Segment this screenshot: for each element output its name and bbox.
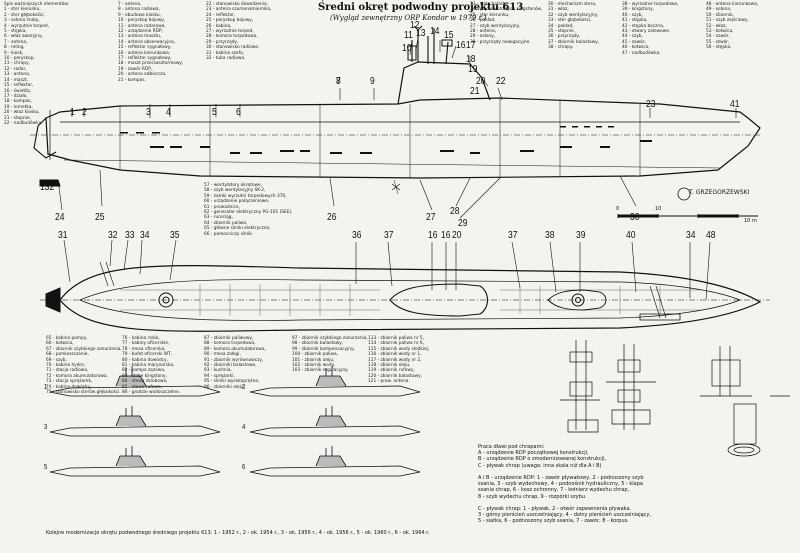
modernization-caption: Kolejne modernizacje okrętu podwodnego ś… [46, 530, 430, 536]
silhouette-6 [249, 446, 421, 477]
legend-column-7: 48 - antena kierunkowa, 49 - osłona, 50 … [706, 2, 759, 51]
modernization-label-1: 1 [44, 384, 48, 391]
legend-column-2: 7 - antena, 8 - antena radiowa, 9 - obud… [118, 2, 184, 83]
callout-14: 14 [430, 26, 440, 37]
callout-41: 41 [730, 99, 740, 110]
callout-22: 22 [496, 76, 506, 87]
callout-32: 32 [108, 230, 118, 241]
callout-132: 132 [40, 182, 55, 193]
callout-24: 24 [55, 212, 65, 223]
callout-6: 6 [236, 107, 241, 118]
callout-39: 39 [576, 230, 586, 241]
legend-bottom-3: 87 - zbiornik paliwowy, 88 - komora torp… [204, 336, 266, 390]
modernization-silhouettes [49, 366, 421, 477]
callout-35: 35 [170, 230, 180, 241]
callout-19: 19 [468, 64, 478, 75]
callout-10: 10 [402, 43, 412, 54]
silhouette-1 [49, 366, 221, 397]
callout-29: 29 [458, 218, 468, 229]
callout-48: 48 [706, 230, 716, 241]
scale-unit: 10 m [744, 218, 757, 224]
callout-34-plan: 34 [686, 230, 696, 241]
callout-23: 23 [646, 99, 656, 110]
legend-column-5: 30 - mechanizm steru, 31 - właz, 32 - sz… [548, 2, 600, 51]
callout-30: 30 [630, 212, 640, 223]
silhouette-4 [249, 406, 421, 437]
legend-column-4: 23 - stałe balasty, 24 - pięć obrotowych… [470, 2, 543, 45]
callout-17: 17 [466, 40, 476, 51]
scale-bar [617, 214, 758, 218]
callout-33: 33 [125, 230, 135, 241]
plan-leader-lines [63, 239, 711, 301]
callout-9: 9 [370, 76, 375, 87]
legend-bottom-4: 97 - zbiornik szybkiego zanurzenia, 98 -… [292, 336, 368, 374]
legend-bottom-5: 113 - zbiornik paliwa nr 5, 114 - zbiorn… [368, 336, 430, 385]
snorkel-caption: Praca dławi pod chrapami: A - urządzenie… [478, 444, 651, 525]
side-profile-hull [30, 97, 761, 179]
callout-15: 15 [444, 30, 454, 41]
hull-perforations [120, 126, 652, 154]
silhouette-2 [249, 366, 421, 397]
callout-21: 21 [470, 86, 480, 97]
callout-37: 37 [384, 230, 394, 241]
callout-7: 7 [336, 76, 341, 87]
modernization-label-4: 4 [242, 424, 246, 431]
callout-16b: 16 [441, 230, 451, 241]
legend-bottom-2: 76 - kabina radio, 77 - kabiny oficerski… [122, 336, 181, 396]
silhouette-5 [49, 446, 221, 477]
modernization-label-6: 6 [242, 464, 246, 471]
side-leader-lines [57, 37, 737, 219]
callout-20-plan: 20 [452, 230, 462, 241]
callout-34: 34 [140, 230, 150, 241]
callout-13: 13 [416, 28, 426, 39]
callout-27: 27 [426, 212, 436, 223]
signature: T. GRZEGORZEWSKI [689, 189, 750, 196]
callout-20: 20 [476, 76, 486, 87]
callout-36: 36 [352, 230, 362, 241]
conning-tower [397, 25, 491, 105]
drawing-subtitle: (Wygląd zewnętrzny ORP Kondor w 1979 r.) [330, 14, 487, 22]
callout-16a: 16 [428, 230, 438, 241]
callout-18: 18 [466, 54, 476, 65]
side-profile-details [119, 99, 641, 178]
plan-view-deck-grid [120, 284, 700, 316]
callout-3: 3 [146, 107, 151, 118]
callout-16: 16 [456, 40, 466, 51]
drawing-title: Średni okręt podwodny projektu 613 [318, 2, 524, 13]
legend-column-6: 38 - wyrzutnie torpedowe, 39 - kingstony… [622, 2, 679, 56]
scale-ten: 10 [655, 206, 662, 212]
modernization-label-3: 3 [44, 424, 48, 431]
snorkel-detail-c [700, 346, 790, 457]
callout-8: 8 [336, 76, 341, 87]
watermark-stamp [391, 179, 691, 201]
callout-5: 5 [212, 107, 217, 118]
silhouette-3 [49, 406, 221, 437]
legend-column-1: Spis ważniejszych elementów: 1 - ster ki… [4, 2, 69, 126]
callout-28: 28 [450, 206, 460, 217]
callout-2: 2 [82, 107, 87, 118]
callout-40: 40 [626, 230, 636, 241]
callout-11: 11 [404, 30, 413, 41]
callout-38: 38 [545, 230, 555, 241]
callout-12: 12 [410, 20, 420, 31]
modernization-label-5: 5 [44, 464, 48, 471]
legend-bottom-1: 65 - kabina pompy, 66 - kotwica, 67 - zb… [46, 336, 122, 396]
modernization-label-2: 2 [242, 384, 246, 391]
callout-1: 1 [70, 107, 75, 118]
stern-rudder [33, 110, 61, 187]
callout-31: 31 [58, 230, 68, 241]
scale-zero: 0 [616, 206, 620, 212]
callout-26: 26 [327, 212, 337, 223]
legend-middle: 57 - wentylatory okrętowe, 58 - szyb wen… [204, 183, 293, 237]
plan-view-hull [40, 261, 770, 332]
legend-column-3: 22 - stanowisko dowodzenia, 23 - antena … [206, 2, 272, 62]
callout-4: 4 [166, 107, 171, 118]
callout-25: 25 [95, 212, 105, 223]
callout-37-plan: 37 [508, 230, 518, 241]
snorkel-detail-b [606, 344, 656, 430]
snorkel-detail-a [560, 340, 600, 433]
